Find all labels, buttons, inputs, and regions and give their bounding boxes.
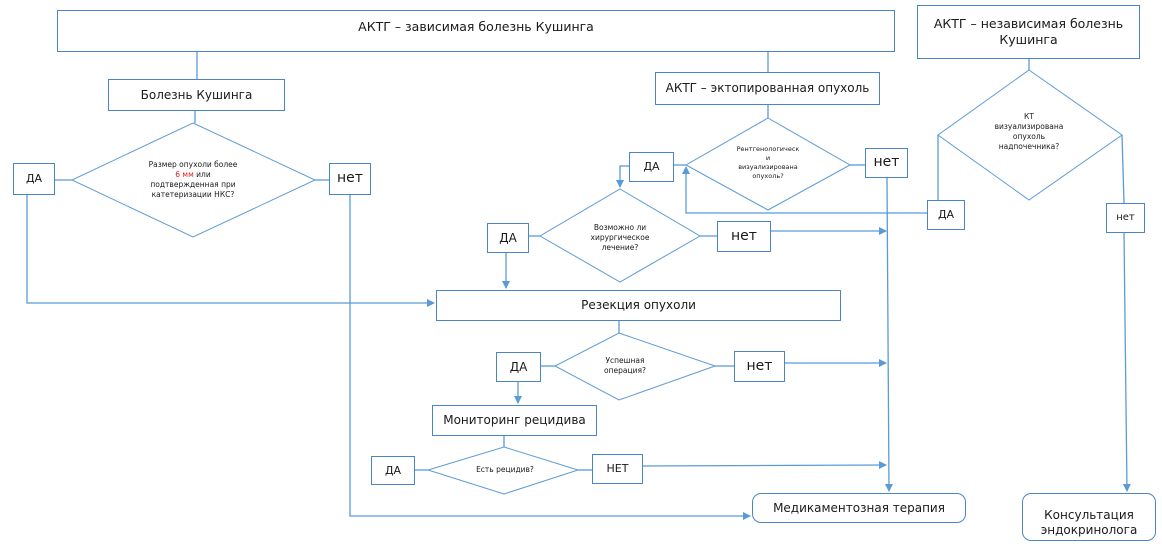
acth-independent-box: АКТГ – независимая болезнь Кушинга bbox=[917, 5, 1140, 59]
endocrinologist-consultation-box: Консультация эндокринолога bbox=[1022, 493, 1156, 541]
decision-success bbox=[553, 332, 717, 401]
acth-ectopic-box: АКТГ – эктопированная опухоль bbox=[655, 72, 880, 105]
yes-box-ct: ДА bbox=[927, 200, 965, 230]
surgery-line2: хирургическое bbox=[590, 232, 650, 242]
tumor-size-line3: подтвержденная при bbox=[150, 180, 236, 189]
no-box-xray: нет bbox=[865, 148, 908, 178]
tumor-size-highlight: 6 мм bbox=[175, 169, 194, 179]
xray-line1: Рентгенологическ bbox=[736, 145, 800, 154]
ct-line2: визуализирована bbox=[994, 121, 1064, 131]
ct-line4: надпочечника? bbox=[998, 142, 1060, 152]
decision-relapse bbox=[426, 446, 580, 495]
decision-xray bbox=[684, 117, 852, 211]
acth-dependent-box: АКТГ – зависимая болезнь Кушинга bbox=[57, 10, 895, 52]
no-box-surgery: нет bbox=[717, 221, 771, 252]
xray-question: Рентгенологическ и визуализирована опухо… bbox=[718, 138, 818, 188]
yes-box-success: ДА bbox=[496, 352, 541, 382]
resection-box: Резекция опухоли bbox=[436, 290, 841, 321]
relapse-question: Есть рецидив? bbox=[476, 464, 534, 474]
connector-yes3-to-q-xray bbox=[682, 166, 927, 214]
monitoring-box: Мониторинг рецидива bbox=[432, 405, 597, 436]
surgery-question: Возможно ли хирургическое лечение? bbox=[575, 218, 665, 258]
connector-no3-to-consultation bbox=[1122, 232, 1131, 492]
yes-box-xray: ДА bbox=[629, 152, 674, 182]
ct-line1: КТ bbox=[1024, 111, 1034, 121]
success-question: Успешная операция? bbox=[590, 352, 660, 380]
yes-box-surgery: ДА bbox=[487, 223, 529, 253]
decision-surgery bbox=[539, 188, 701, 283]
xray-line3: визуализирована bbox=[738, 163, 798, 171]
tumor-size-line2: 6 мм или bbox=[175, 170, 210, 180]
connector-no1-to-medication bbox=[349, 195, 751, 520]
no-box-success: нет bbox=[734, 351, 785, 382]
decision-tumor-size bbox=[70, 122, 317, 238]
tumor-size-or: или bbox=[193, 169, 211, 179]
connector-no2-to-medication bbox=[884, 177, 893, 492]
ct-line3: опухоль bbox=[1012, 132, 1046, 141]
success-line2: операция? bbox=[604, 366, 646, 375]
xray-line4: опухоль? bbox=[752, 171, 784, 180]
connector-yes1-to-resection bbox=[26, 195, 435, 307]
connector-no6-to-medication-line bbox=[642, 461, 887, 470]
no-box-tumor-size: нет bbox=[329, 163, 371, 195]
no-box-relapse: НЕТ bbox=[592, 454, 643, 484]
success-line1: Успешная bbox=[605, 355, 645, 365]
ct-question: КТ визуализирована опухоль надпочечника? bbox=[979, 106, 1079, 158]
decision-ct bbox=[937, 69, 1123, 201]
xray-line2: и bbox=[765, 154, 771, 163]
tumor-size-question: Размер опухоли более 6 мм или подтвержде… bbox=[120, 150, 266, 210]
tumor-size-line4: катетеризации НКС? bbox=[151, 190, 235, 200]
no-box-ct: нет bbox=[1106, 203, 1145, 233]
surgery-line1: Возможно ли bbox=[593, 222, 647, 232]
consultation-label: Консультация эндокринолога bbox=[1040, 508, 1138, 537]
medication-therapy-box: Медикаментозная терапия bbox=[752, 493, 966, 523]
yes-box-relapse: ДА bbox=[371, 456, 415, 485]
surgery-line3: лечение? bbox=[601, 243, 639, 253]
yes-box-tumor-size: ДА bbox=[13, 163, 55, 195]
tumor-size-line1: Размер опухоли более bbox=[148, 159, 238, 169]
connector-yes2-to-q-surgery bbox=[616, 165, 629, 188]
cushing-disease-box: Болезнь Кушинга bbox=[108, 79, 285, 111]
